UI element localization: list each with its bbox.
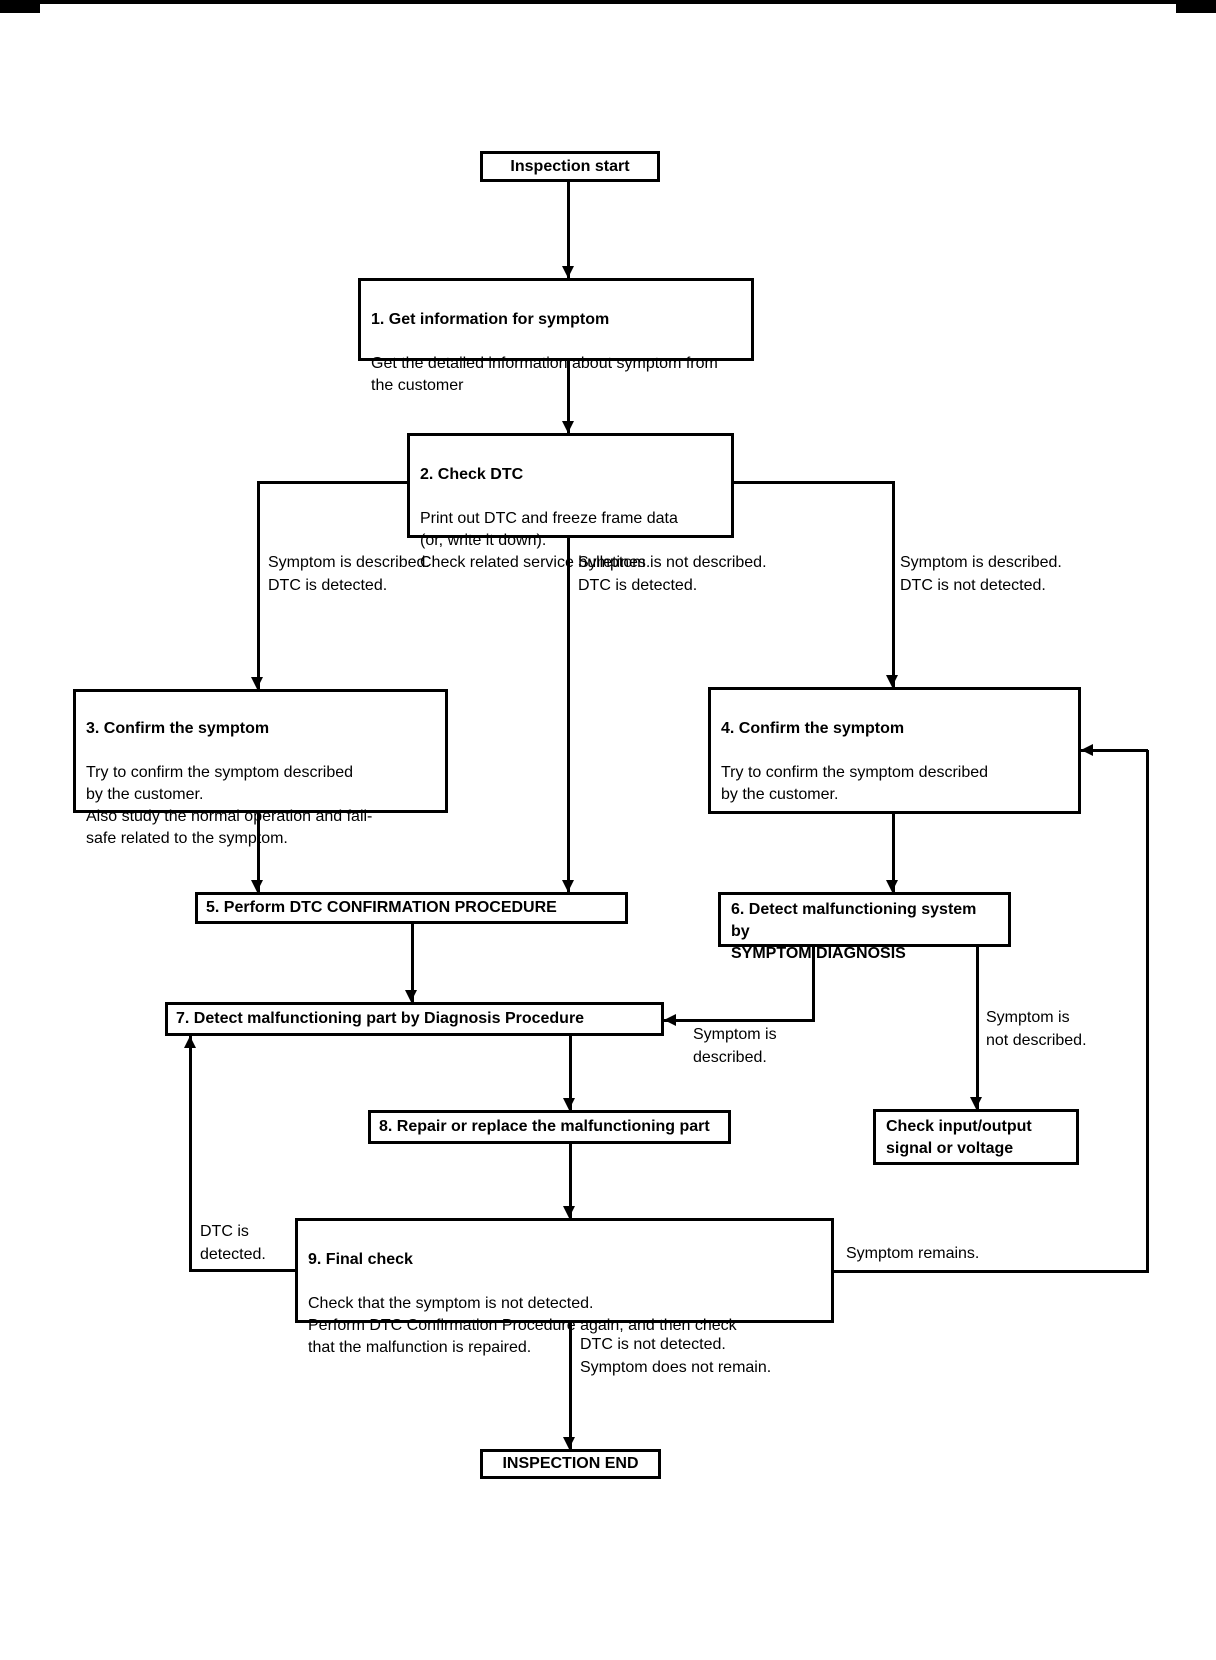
node-check-input-output: Check input/output signal or voltage xyxy=(873,1109,1079,1165)
arrowhead-into-1 xyxy=(562,266,574,278)
arrowhead-6-into-7 xyxy=(664,1014,676,1026)
node-step-9-body: Check that the symptom is not detected. … xyxy=(308,1295,737,1356)
node-step-3: 3. Confirm the symptom Try to confirm th… xyxy=(73,689,448,847)
connector-2-middle-branch-v xyxy=(567,537,570,892)
connector-2-right-branch-v xyxy=(892,481,895,687)
arrowhead-into-4 xyxy=(886,675,898,687)
scan-edge-top-left xyxy=(0,0,40,13)
arrowhead-into-end xyxy=(563,1437,575,1449)
connector-9-to-7-h xyxy=(190,1269,296,1272)
connector-2-left-branch-v xyxy=(257,481,260,689)
connector-8-to-9 xyxy=(569,1143,572,1218)
arrowhead-into-checkio xyxy=(970,1097,982,1109)
connector-9-to-4-h-bottom xyxy=(833,1270,1149,1273)
arrowhead-3-into-5 xyxy=(251,880,263,892)
edge-label-dtc-detected: DTC is detected. xyxy=(200,1223,266,1263)
scan-edge-top-right xyxy=(1176,0,1216,13)
node-step-1-title: 1. Get information for symptom xyxy=(371,311,610,328)
node-step-4-body: Try to confirm the symptom described by … xyxy=(721,764,989,803)
connector-7-to-8 xyxy=(569,1035,572,1110)
arrowhead-into-3 xyxy=(251,677,263,689)
edge-label-symptom-described: Symptom is described. xyxy=(693,1026,777,1066)
arrowhead-into-7 xyxy=(405,990,417,1002)
connector-6-to-7-h xyxy=(664,1019,814,1022)
node-step-9: 9. Final check Check that the symptom is… xyxy=(295,1218,834,1356)
node-inspection-end: INSPECTION END xyxy=(480,1449,661,1479)
connector-9-to-end xyxy=(569,1322,572,1449)
connector-9-to-4-v xyxy=(1146,750,1149,1273)
node-step-1-body: Get the detailed information about sympt… xyxy=(371,355,718,394)
node-step-3-body: Try to confirm the symptom described by … xyxy=(86,764,373,847)
edge-label-right-branch: Symptom is described. DTC is not detecte… xyxy=(900,554,1062,594)
connector-3-to-5 xyxy=(257,812,260,892)
edge-label-final-ok: DTC is not detected. Symptom does not re… xyxy=(580,1336,772,1376)
arrowhead-middle-into-5 xyxy=(562,880,574,892)
node-step-7: 7. Detect malfunctioning part by Diagnos… xyxy=(165,1002,664,1036)
edge-label-left-branch: Symptom is described. DTC is detected. xyxy=(268,554,430,594)
node-step-8: 8. Repair or replace the malfunctioning … xyxy=(368,1110,731,1144)
node-inspection-start: Inspection start xyxy=(480,151,660,182)
node-step-4: 4. Confirm the symptom Try to confirm th… xyxy=(708,687,1081,814)
node-step-4-title: 4. Confirm the symptom xyxy=(721,720,905,737)
arrowhead-into-8 xyxy=(563,1098,575,1110)
arrowhead-into-9 xyxy=(563,1206,575,1218)
node-step-2: 2. Check DTC Print out DTC and freeze fr… xyxy=(407,433,734,571)
arrowhead-into-2 xyxy=(562,421,574,433)
arrowhead-9-into-4 xyxy=(1081,744,1093,756)
scan-edge-top xyxy=(0,0,1216,4)
edge-label-symptom-remains: Symptom remains. xyxy=(846,1245,980,1262)
connector-6-to-checkio xyxy=(976,945,979,1109)
connector-9-to-4-h-top xyxy=(1081,749,1148,752)
node-step-5: 5. Perform DTC CONFIRMATION PROCEDURE xyxy=(195,892,628,924)
connector-4-to-6 xyxy=(892,813,895,892)
node-step-2-title: 2. Check DTC xyxy=(420,466,524,483)
connector-5-to-7 xyxy=(411,923,414,1002)
connector-2-right-branch-h xyxy=(733,481,895,484)
connector-9-to-7-v xyxy=(189,1036,192,1272)
edge-label-middle-branch: Symptom is not described. DTC is detecte… xyxy=(578,554,767,594)
node-step-6: 6. Detect malfunctioning system by SYMPT… xyxy=(718,892,1011,962)
node-step-3-title: 3. Confirm the symptom xyxy=(86,720,270,737)
arrowhead-into-6 xyxy=(886,880,898,892)
connector-2-left-branch-h xyxy=(258,481,407,484)
connector-start-to-1 xyxy=(567,181,570,278)
edge-label-symptom-not-described: Symptom is not described. xyxy=(986,1009,1087,1049)
connector-6-to-7-v xyxy=(812,945,815,1022)
node-step-2-body: Print out DTC and freeze frame data (or,… xyxy=(420,510,678,571)
connector-1-to-2 xyxy=(567,360,570,433)
arrowhead-9-into-7 xyxy=(184,1036,196,1048)
node-step-1: 1. Get information for symptom Get the d… xyxy=(358,278,754,394)
node-step-9-title: 9. Final check xyxy=(308,1251,413,1268)
